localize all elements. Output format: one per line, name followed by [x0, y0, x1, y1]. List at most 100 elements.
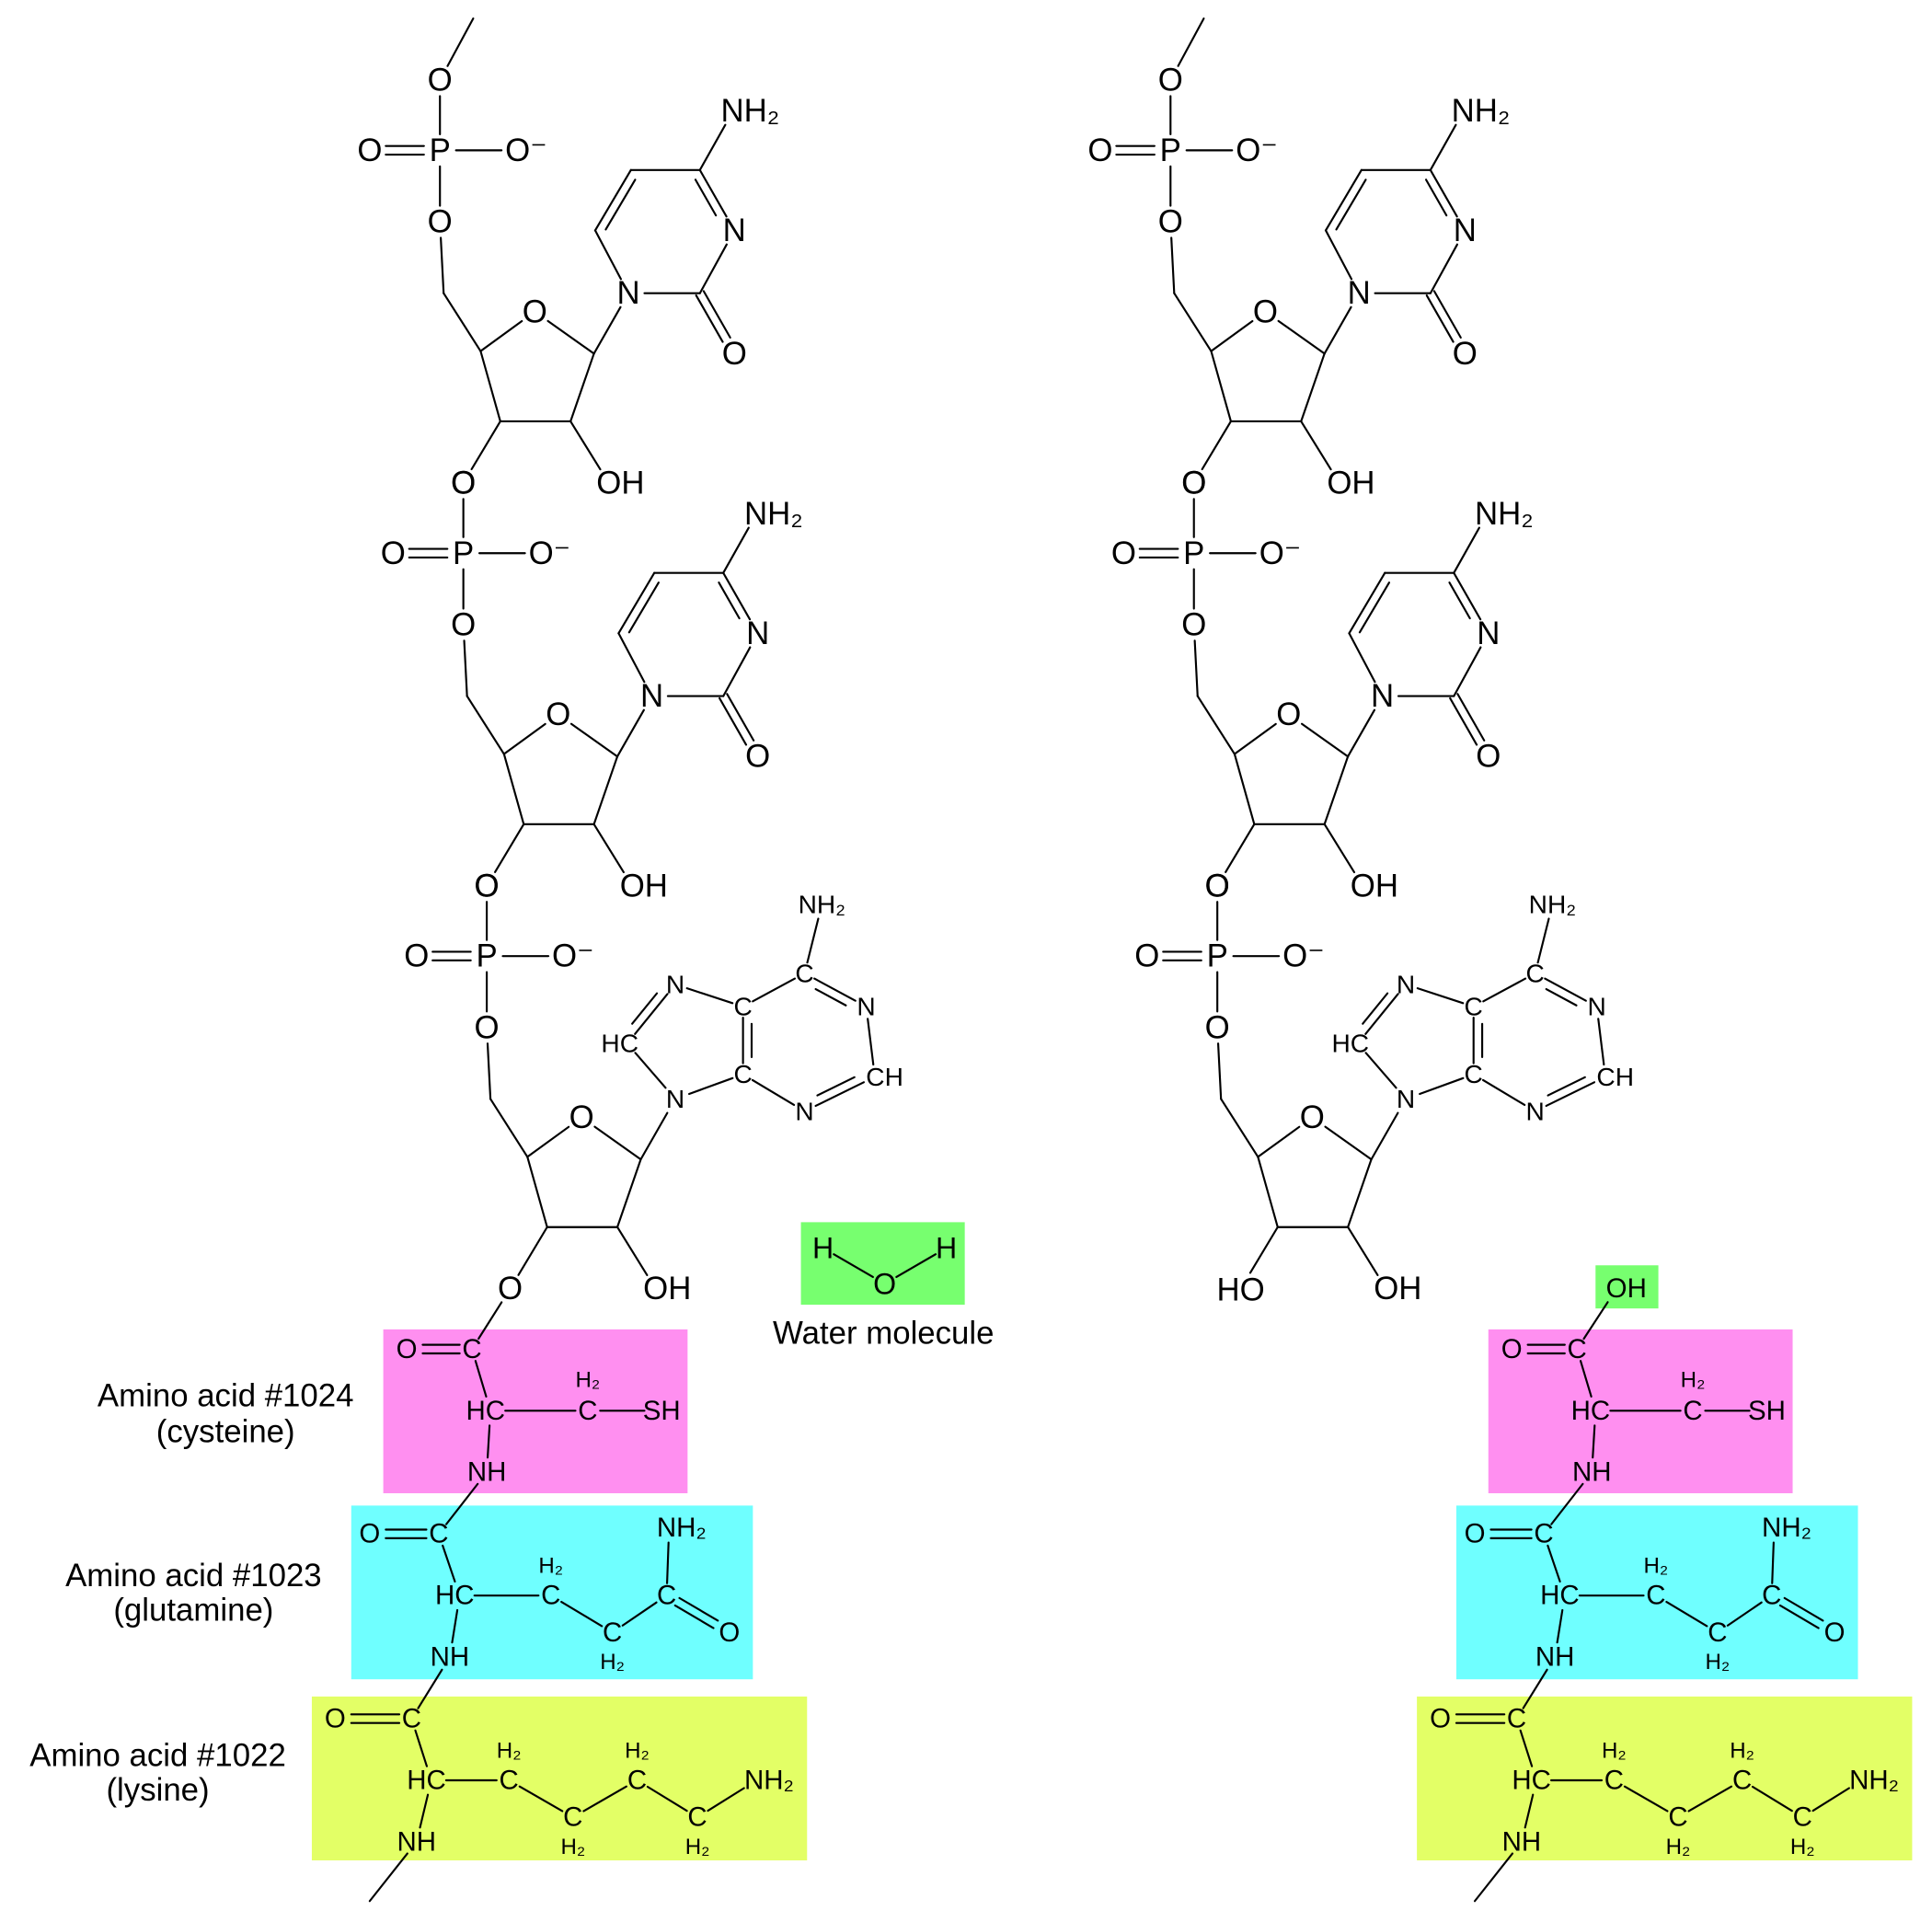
single-bond [751, 1078, 796, 1107]
atom-c: C [1604, 1766, 1624, 1796]
atom-h2: H₂ [576, 1367, 601, 1392]
atom-hc: HC [407, 1766, 446, 1796]
single-bond [466, 695, 505, 755]
atom-n: N [857, 993, 875, 1021]
atom-o: O [1453, 336, 1478, 372]
atom-h2: H₂ [1790, 1835, 1815, 1859]
atom-o: O [1501, 1334, 1523, 1364]
atom-n: N [1397, 1085, 1415, 1113]
single-bond [666, 1541, 670, 1584]
single-bond [592, 823, 626, 874]
single-bond [526, 1125, 570, 1158]
single-bond [517, 1226, 548, 1276]
single-bond [1170, 236, 1176, 294]
atom-o: O [451, 465, 476, 501]
atom-n: N [795, 1097, 813, 1125]
atom-h2: H₂ [1681, 1367, 1706, 1392]
atom-h2: H₂ [497, 1738, 522, 1763]
single-bond [486, 1424, 491, 1459]
atom-o: O [451, 465, 476, 501]
atom-oh: OH [643, 1271, 691, 1306]
single-bond [698, 243, 728, 294]
single-bond [1726, 1601, 1763, 1627]
atom-o: O [569, 1099, 594, 1135]
single-bond [414, 1729, 429, 1767]
atom-oh: OH [620, 868, 668, 903]
atom-hc: HC [1331, 1030, 1369, 1058]
single-bond [1277, 319, 1326, 355]
single-bond [1597, 1018, 1605, 1066]
atom-nh2: NH₂ [1849, 1766, 1899, 1796]
double-bond-inner [1545, 987, 1578, 1007]
atom-hc: HC [1540, 1581, 1580, 1611]
atom-nh: NH [1502, 1826, 1542, 1857]
double-bond [593, 168, 632, 232]
single-bond [1623, 1785, 1669, 1813]
atom-hc: HC [601, 1030, 638, 1058]
atom-nh: NH [431, 1642, 470, 1673]
single-bond [1347, 1158, 1373, 1228]
double-bond [1456, 693, 1486, 742]
single-bond [806, 917, 820, 964]
atom-c: C [1762, 1581, 1781, 1611]
atom-o: O [359, 1519, 380, 1549]
single-bond [1429, 243, 1459, 294]
double-bond [678, 1596, 719, 1622]
atom-o: O [1087, 132, 1112, 168]
single-bond [1225, 823, 1256, 873]
single-bond [1481, 1078, 1526, 1107]
atom-p: P [476, 938, 497, 974]
atom-n: N [640, 678, 663, 714]
single-bond [593, 229, 623, 281]
atom-o: O [475, 868, 500, 903]
single-bond [1257, 1156, 1279, 1228]
single-bond [518, 1785, 564, 1813]
single-bond [526, 1156, 548, 1228]
single-bond [593, 1125, 642, 1161]
single-bond [1248, 1226, 1279, 1274]
single-bond [592, 755, 619, 825]
atom-o: O [1476, 739, 1501, 775]
atom-o: O [1465, 1519, 1486, 1549]
water-highlight [800, 1222, 965, 1306]
single-bond [474, 1360, 488, 1398]
single-bond [1579, 1360, 1593, 1398]
atom-o: O [1181, 606, 1206, 642]
single-bond [569, 352, 595, 423]
atom-o: O [1111, 535, 1136, 571]
atom-n: N [1526, 1097, 1545, 1125]
lysine-highlight-product [1417, 1696, 1913, 1861]
atom-o-minus: O⁻ [1259, 535, 1301, 571]
atom-o: O [357, 132, 382, 168]
double-bond [813, 977, 857, 1002]
single-bond [1300, 352, 1326, 423]
double-bond [1425, 293, 1455, 343]
single-bond [1323, 823, 1356, 874]
atom-ch: CH [1596, 1063, 1634, 1091]
atom-h: H [936, 1232, 957, 1265]
atom-c: C [1646, 1581, 1665, 1611]
single-bond [1217, 1042, 1223, 1100]
single-bond [560, 1600, 604, 1628]
single-bond [1482, 977, 1527, 1003]
single-bond [621, 1601, 658, 1627]
double-bond [1544, 977, 1587, 1002]
atom-o: O [546, 696, 570, 732]
atom-nh2: NH₂ [721, 93, 780, 129]
atom-n: N [723, 213, 746, 248]
double-bond [673, 1604, 715, 1629]
single-bond [895, 1253, 937, 1279]
atom-c: C [1793, 1802, 1812, 1833]
single-bond [1665, 1600, 1708, 1628]
atom-p: P [1207, 938, 1228, 974]
single-bond [615, 1226, 649, 1276]
atom-c: C [1683, 1396, 1702, 1426]
single-bond [617, 632, 646, 684]
single-bond [1173, 292, 1213, 352]
atom-o-minus: O⁻ [1236, 132, 1277, 168]
single-bond [1751, 1785, 1793, 1813]
aa1024-name: (cysteine) [156, 1414, 295, 1450]
single-bond [1811, 1787, 1850, 1813]
double-bond [1364, 993, 1399, 1035]
atom-o: O [745, 739, 770, 775]
